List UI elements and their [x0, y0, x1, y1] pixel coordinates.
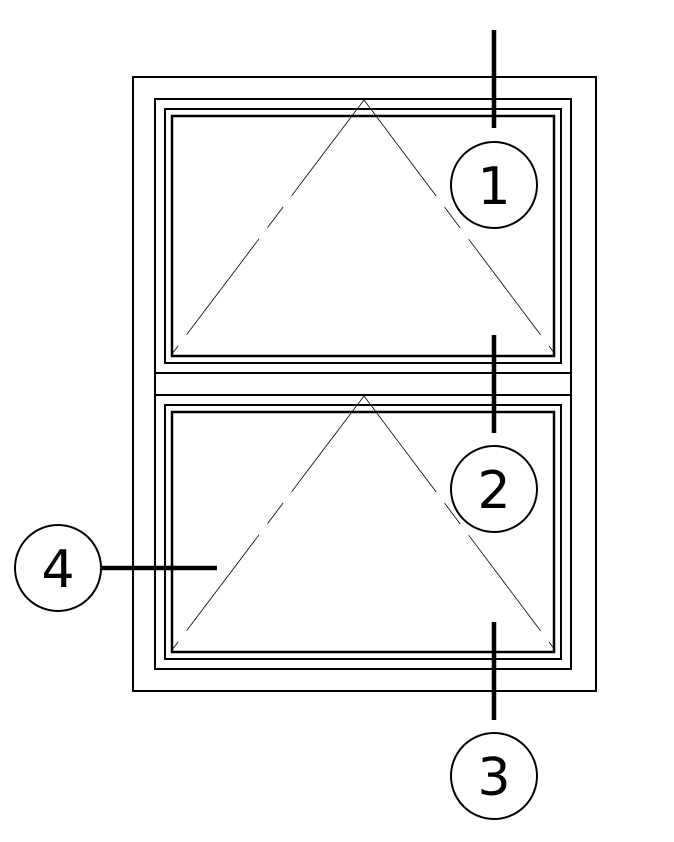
top-sash: [154, 98, 572, 374]
callout-1-label: 1: [477, 157, 510, 217]
callout-1-bubble: [450, 141, 538, 229]
bottom-sash: [154, 394, 572, 670]
callout-4: 4: [14, 524, 217, 612]
callout-2-bubble: [450, 445, 538, 533]
callout-2-label: 2: [477, 461, 510, 521]
top-glass: [170, 114, 556, 358]
top-sash-mid: [164, 108, 562, 364]
callout-1: 1: [450, 30, 538, 229]
top-opening-indicator: [171, 99, 556, 355]
callout-3-bubble: [450, 732, 538, 820]
top-sash-outer: [154, 98, 572, 374]
bottom-glass: [170, 410, 556, 654]
bottom-sash-outer: [154, 394, 572, 670]
callout-3-label: 3: [477, 748, 510, 808]
callout-4-label: 4: [41, 540, 74, 600]
callout-4-bubble: [14, 524, 102, 612]
callout-3: 3: [450, 622, 538, 820]
bottom-opening-indicator: [171, 395, 556, 651]
outer-frame: [132, 76, 597, 692]
bottom-sash-mid: [164, 404, 562, 660]
callout-2: 2: [450, 335, 538, 533]
meeting-rail: [154, 372, 572, 396]
